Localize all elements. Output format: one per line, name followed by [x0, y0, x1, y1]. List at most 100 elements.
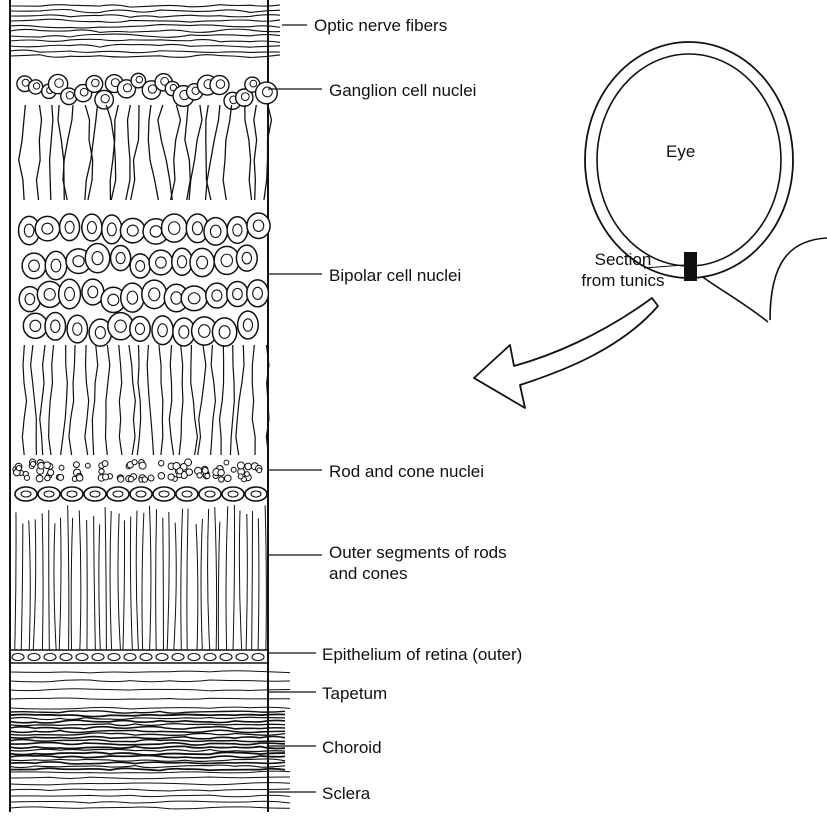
section-from-tunics-label: Section from tunics [568, 249, 678, 291]
outer-segment [233, 505, 235, 650]
ganglion-cell [86, 76, 103, 93]
bipolar-fiber [147, 345, 153, 455]
tapetum-line [10, 707, 290, 709]
bipolar-cell [161, 214, 186, 242]
outer-segment [71, 518, 73, 650]
rod-cone-granule [118, 476, 124, 482]
epithelium-cell [252, 654, 264, 661]
rod-cone-granule [148, 475, 154, 481]
sclera-line [10, 789, 290, 791]
cone-cell [222, 487, 244, 501]
bipolar-cell [67, 315, 87, 343]
outer-segment [174, 523, 177, 650]
bipolar-cell [120, 218, 145, 243]
rod-cone-granule [238, 474, 243, 479]
outer-segment [218, 522, 219, 650]
epithelium-cell [12, 654, 24, 661]
inner-fiber [50, 105, 53, 200]
rod-cone-granule [132, 460, 137, 465]
rod-cone-granule [197, 473, 202, 478]
inner-fiber [189, 105, 202, 200]
label-ganglion-cell-nuclei: Ganglion cell nuclei [329, 80, 476, 101]
outer-segment [87, 520, 88, 650]
nerve-fiber [10, 39, 280, 42]
choroid-line [10, 737, 285, 739]
label-bipolar-cell-nuclei: Bipolar cell nuclei [329, 265, 461, 286]
rod-cone-granule [59, 465, 64, 470]
bipolar-cell [130, 316, 150, 341]
outer-segment [33, 519, 36, 650]
choroid-line [10, 743, 285, 745]
eye-label: Eye [666, 142, 695, 162]
outer-segment [258, 518, 259, 650]
sclera-layer [10, 771, 290, 809]
eye-schematic [474, 42, 827, 408]
nerve-fiber [10, 55, 280, 58]
bipolar-cell [181, 286, 207, 311]
bipolar-fiber [211, 345, 216, 455]
bipolar-cell [204, 218, 227, 246]
bipolar-cell [172, 248, 193, 275]
rod-cone-granule [224, 475, 231, 482]
cone-cell [84, 487, 106, 501]
bipolar-cell [227, 282, 248, 307]
outer-segment [130, 517, 132, 650]
outer-segment [181, 509, 183, 650]
label-choroid: Choroid [322, 737, 382, 758]
outer-segment [149, 506, 150, 650]
inner-fiber [254, 105, 257, 200]
rod-cone-granule [186, 469, 192, 475]
bipolar-fiber [61, 345, 68, 455]
label-rod-and-cone-nuclei: Rod and cone nuclei [329, 461, 484, 482]
rod-cone-granule [73, 462, 79, 468]
bipolar-cell [142, 280, 167, 309]
tapetum-layer [10, 671, 290, 709]
bipolar-fiber [198, 345, 206, 455]
rod-cone-granule [218, 469, 224, 475]
rod-cone-granule [224, 460, 229, 465]
bipolar-cell [102, 215, 122, 244]
choroid-line [10, 733, 285, 735]
nerve-fiber [10, 25, 280, 28]
rod-cone-granule [76, 475, 83, 482]
section-label-line1: Section [595, 250, 652, 269]
outer-segment [142, 513, 144, 650]
sclera-line [10, 771, 290, 773]
cone-cell [176, 487, 198, 501]
section-marker [684, 252, 697, 281]
bipolar-fiber [119, 345, 122, 455]
bipolar-cell [45, 251, 66, 279]
bipolar-fiber [105, 345, 109, 455]
ganglion-cells-layer [17, 73, 277, 109]
rod-cone-granule [177, 468, 183, 474]
choroid-line [10, 730, 285, 732]
nerve-fiber [10, 34, 280, 37]
bipolar-cell [236, 245, 257, 271]
bipolar-cell [212, 318, 236, 346]
inner-fibers-layer [19, 105, 272, 200]
bipolar-cell [23, 313, 47, 338]
cone-cell [245, 487, 267, 501]
bipolar-fiber [49, 345, 54, 455]
nerve-fiber [10, 5, 280, 7]
inner-fiber [19, 105, 26, 200]
tapetum-line [10, 671, 290, 673]
bipolar-fiber [230, 345, 234, 455]
label-sclera: Sclera [322, 783, 370, 804]
inner-fiber [36, 105, 41, 200]
epithelium-cell [220, 654, 232, 661]
inner-fiber [245, 105, 252, 200]
cone-cell [107, 487, 129, 501]
rod-cone-granule [99, 469, 104, 474]
choroid-line [10, 717, 285, 719]
sclera-line [10, 777, 290, 779]
choroid-line [10, 727, 285, 729]
cone-cell [38, 487, 60, 501]
outer-segment [215, 507, 217, 650]
tapetum-line [10, 680, 290, 682]
outer-segment [239, 510, 241, 650]
nerve-fiber [10, 19, 280, 22]
rod-cone-granule [139, 462, 146, 469]
bipolar-fiber [40, 345, 45, 455]
